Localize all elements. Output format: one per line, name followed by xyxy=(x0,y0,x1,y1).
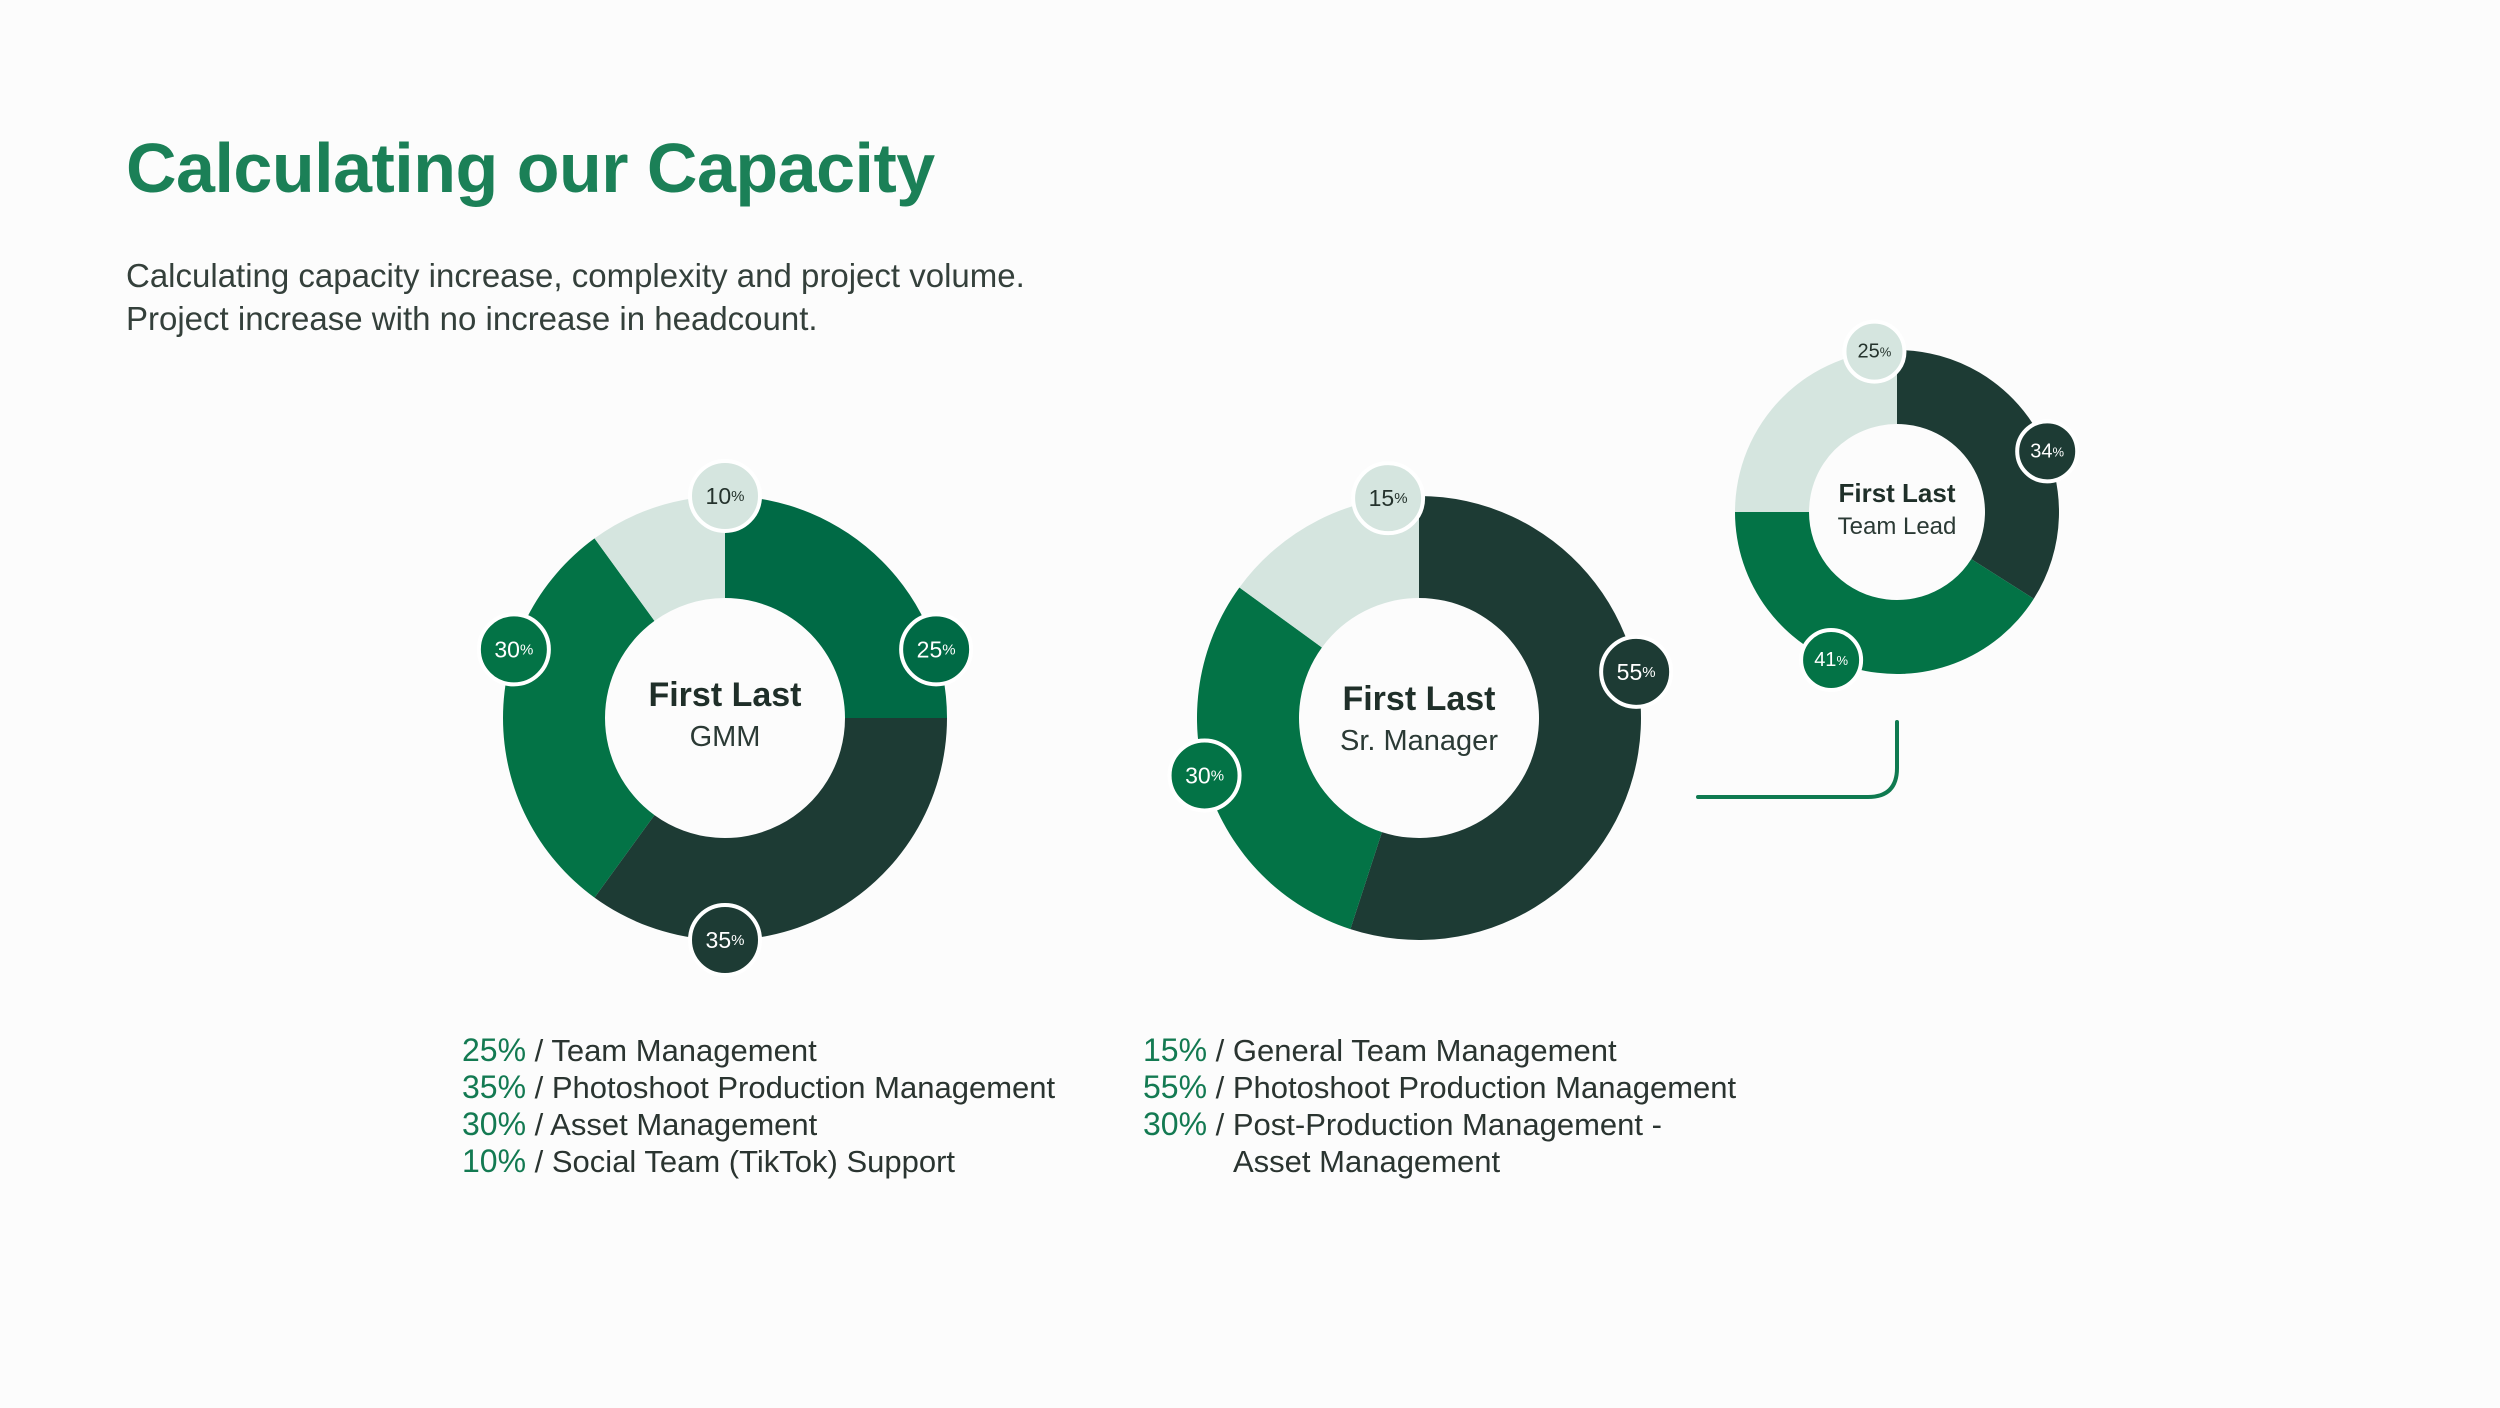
percent-badge: 25% xyxy=(899,612,974,687)
legend-pct: 30% xyxy=(1143,1106,1208,1142)
percent-badge: 30% xyxy=(476,612,551,687)
legend-item: 25% / Team Management xyxy=(462,1032,1055,1069)
center-name: First Last xyxy=(648,676,801,714)
center-name: First Last xyxy=(1342,680,1495,718)
donut-slice xyxy=(1735,350,1897,512)
subtitle-line-2: Project increase with no increase in hea… xyxy=(126,300,818,337)
center-name: First Last xyxy=(1838,478,1955,508)
percent-badge: 55% xyxy=(1599,634,1674,709)
legend-pct: 55% xyxy=(1143,1069,1208,1105)
legend-pct: 10% xyxy=(462,1143,527,1179)
percent-badge: 25% xyxy=(1842,319,1907,384)
donut-slice xyxy=(1350,496,1641,941)
legend-label: / Social Team (TikTok) Support xyxy=(526,1144,956,1179)
legend-label-continued: Asset Management xyxy=(1233,1144,1501,1179)
donut-slice xyxy=(1197,587,1382,930)
percent-badge: 35% xyxy=(688,903,762,977)
badge-value: 25% xyxy=(917,636,956,662)
donut-slice xyxy=(1735,512,2034,674)
subtitle-line-1: Calculating capacity increase, complexit… xyxy=(126,257,1025,294)
percent-badge: 30% xyxy=(1167,738,1242,813)
legend-item: 15% / General Team Management xyxy=(1143,1032,1736,1069)
center-role: GMM xyxy=(690,721,761,753)
donut-slice xyxy=(1897,350,2059,599)
legend-item: 30% / Post-Production Management -Asset … xyxy=(1143,1106,1736,1180)
legend-label: / Post-Production Management - xyxy=(1207,1107,1662,1142)
badge-value: 25% xyxy=(1858,341,1892,363)
legend-gmm: 25% / Team Management 35% / Photoshoot P… xyxy=(462,1032,1055,1180)
badge-value: 30% xyxy=(1185,762,1224,788)
legend-pct: 35% xyxy=(462,1069,527,1105)
badge-value: 34% xyxy=(2030,440,2064,462)
legend-pct: 15% xyxy=(1143,1032,1208,1068)
center-role: Team Lead xyxy=(1838,513,1957,540)
legend-label: / Team Management xyxy=(526,1033,817,1068)
percent-badge: 41% xyxy=(1799,627,1864,692)
donut-slice xyxy=(594,496,725,621)
donut-slice xyxy=(594,718,947,940)
donut-slice xyxy=(503,538,655,898)
donut-slice xyxy=(1239,496,1419,648)
connector-line xyxy=(1696,720,1899,799)
legend-label: / Photoshoot Production Management xyxy=(526,1070,1056,1105)
legend-item: 10% / Social Team (TikTok) Support xyxy=(462,1143,1055,1180)
percent-badge: 15% xyxy=(1351,461,1426,536)
legend-label: / Asset Management xyxy=(526,1107,818,1142)
page-title: Calculating our Capacity xyxy=(126,129,935,207)
legend-pct: 30% xyxy=(462,1106,527,1142)
legend-item: 55% / Photoshoot Production Management xyxy=(1143,1069,1736,1106)
percent-badge: 34% xyxy=(2015,419,2080,484)
legend-pct: 25% xyxy=(462,1032,527,1068)
legend-item: 35% / Photoshoot Production Management xyxy=(462,1069,1055,1106)
donut-slice xyxy=(725,496,947,718)
page-subtitle: Calculating capacity increase, complexit… xyxy=(126,254,1025,340)
legend-sr-manager: 15% / General Team Management 55% / Phot… xyxy=(1143,1032,1736,1180)
badge-value: 41% xyxy=(1814,649,1848,671)
percent-badge: 10% xyxy=(688,459,762,533)
legend-item: 30% / Asset Management xyxy=(462,1106,1055,1143)
legend-label: / Photoshoot Production Management xyxy=(1207,1070,1737,1105)
center-role: Sr. Manager xyxy=(1340,725,1498,757)
legend-label: / General Team Management xyxy=(1207,1033,1617,1068)
